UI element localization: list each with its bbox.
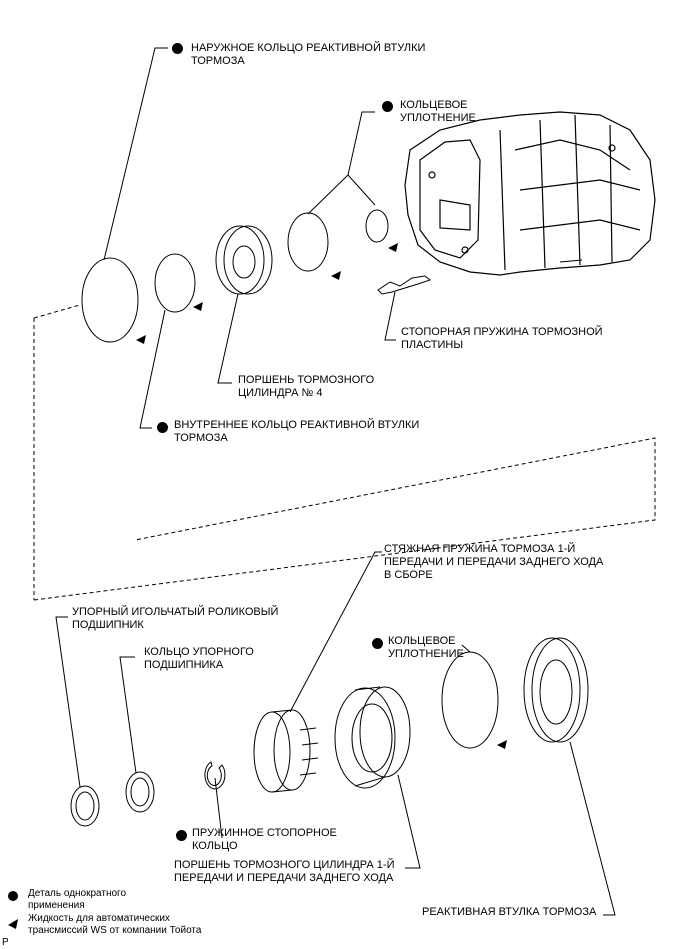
leader-piston-1st [397,774,421,869]
leader-snap-ring [214,777,223,839]
non-reusable-dot-icon [372,638,383,649]
atf-arrow-icon [136,335,146,344]
non-reusable-dot-icon [382,101,393,112]
leader-inner-ring [139,309,166,429]
dashed-assembly-outline [33,304,656,601]
non-reusable-dot-icon [157,422,168,433]
leader-o-ring-bottom [461,644,471,653]
atf-arrow-icon [497,740,507,749]
o-ring-top-small [365,209,389,243]
label-reaction-sleeve: РЕАКТИВНАЯ ВТУЛКА ТОРМОЗА [422,906,597,918]
non-reusable-dot-icon [172,43,183,54]
return-spring-part [253,709,319,793]
outer-ring-part [81,257,139,343]
legend-dot-icon [8,891,18,901]
leader-piston-4 [217,293,239,384]
leader-bearing-race [119,656,137,774]
leader-outer-ring [103,47,168,261]
piston-1st-rev-part [334,686,411,789]
leader-return-spring [289,551,382,713]
bearing-race-part [125,771,155,813]
transmission-case [404,111,656,276]
piston-4-part [215,225,273,295]
leader-o-ring-top [307,111,376,215]
stopper-spring-part [377,275,432,295]
atf-arrow-icon [331,271,341,280]
atf-arrow-icon [388,243,398,252]
leader-reaction-sleeve [569,741,616,916]
inner-ring-part [154,253,196,313]
legend-atf-arrow-icon [8,919,18,929]
leader-stopper [384,291,396,341]
o-ring-bottom-part [441,651,499,749]
snap-ring-part [204,761,226,790]
leader-needle-bearing [55,616,81,788]
o-ring-top-large [287,212,329,272]
corner-mark: P [2,937,9,948]
reaction-sleeve-part [523,637,589,743]
atf-arrow-icon [193,302,203,311]
non-reusable-dot-icon [176,830,187,841]
needle-bearing-part [70,785,100,827]
